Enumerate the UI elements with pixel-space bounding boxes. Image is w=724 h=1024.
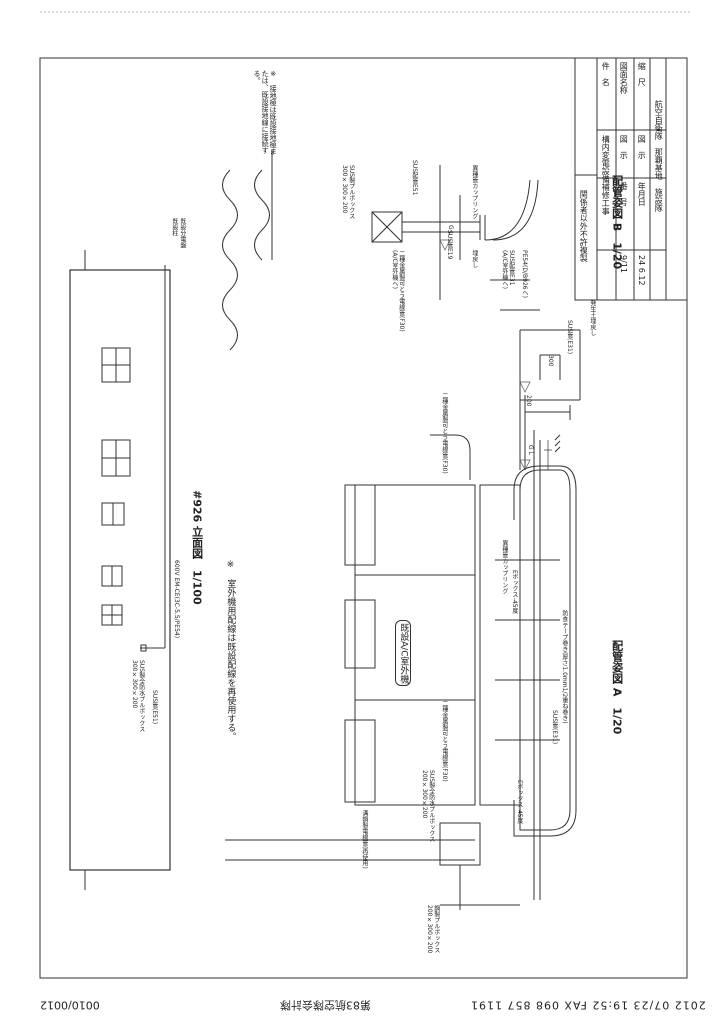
drawing-title-label: 図面名称 xyxy=(619,62,629,94)
organization: 航空自衛隊 那覇基地 施設隊 xyxy=(654,100,664,212)
piping-a-title: 配管姿図 A 1/20 xyxy=(610,640,624,735)
elevation-title: #926 立面図 1/100 xyxy=(190,490,204,605)
elevation-cable-label: 600V EM-CE(3C-5.5/PE54) xyxy=(172,560,180,639)
label-elbow45-bottom: Eボックス-45度 xyxy=(515,780,523,824)
label-flex-b: 二種金属製可とう電線管(F30) (A/C室外機へ) xyxy=(390,250,405,332)
elevation-label-right2: 既設分電盤 xyxy=(178,218,186,248)
label-sus-e31b: SUS管(E31) xyxy=(565,320,573,355)
date-value: 24 6.12 xyxy=(637,255,647,286)
title-block-frame xyxy=(574,57,688,301)
piping-b-title: 配管姿図 B 1/20 xyxy=(610,175,624,270)
date-label: 年月日 xyxy=(637,182,647,206)
label-elbow45-top: Eボックス-45度 xyxy=(510,570,518,614)
ac-unit-label: 既設A/C室外機 xyxy=(395,620,412,687)
label-existing-conduit: 溝鋼製電線管(再使用) xyxy=(360,810,368,869)
label-steel-box: 鋼製プルボックス 200×300×200 xyxy=(425,905,440,954)
label-fitting-b: 異種管カップリング xyxy=(470,165,478,219)
label-pe54: PE54(D/B926へ) xyxy=(520,250,528,298)
drawing-title-value: 図 示 xyxy=(619,135,629,159)
elevation-926 xyxy=(69,250,171,890)
elevation-note: ※ 室外機用配線は既設配線を再使用する。 xyxy=(225,560,236,741)
fax-header-line: 2012 07/23 19:52 FAX 098 857 1191 xyxy=(470,998,706,1012)
label-pullbox-a: SUS製全防水プルボックス 200×300×200 xyxy=(420,770,435,843)
label-flex-top: 二種金属製可とう電線管(F30) xyxy=(440,392,448,474)
elevation-sus-label: SUS管(E51) xyxy=(150,690,158,725)
fax-page-counter: 0010/0012 xyxy=(40,998,100,1012)
fax-sender: 第83航空隊会計隊 xyxy=(280,998,371,1012)
gl-label-a: G L xyxy=(526,445,534,455)
dim-300: 300 xyxy=(546,355,554,367)
label-e19: SUS管E19 xyxy=(445,230,453,260)
gl-markers xyxy=(439,239,531,471)
label-sus-e31-b: SUS配管E31 (A/C室外機へ) xyxy=(500,250,515,289)
confidential-mark: 関係者以外不許複製 xyxy=(579,190,589,262)
label-ground: 発生土埋戻し xyxy=(588,300,596,336)
scale-value: 図 示 xyxy=(637,135,647,159)
elevation-label-right1: 既設柱 xyxy=(170,218,178,236)
label-pullbox-b: SUS製プルボックス 300×300×200 xyxy=(340,165,355,220)
piping-b xyxy=(222,150,581,420)
sheet-border xyxy=(39,57,688,979)
label-backfill: 埋戻し xyxy=(470,250,478,268)
elevation-pullbox-label: SUS製全防水プルボックス 300×300×200 xyxy=(130,660,145,733)
label-sus-e51-b: SUS配管E51 xyxy=(410,160,418,196)
project-name: 構内変電設備補修工事 xyxy=(601,135,611,215)
number-label: 番 号 xyxy=(619,182,629,206)
label-fitting-a: 異種管カップリング xyxy=(500,540,508,594)
project-label: 件 名 xyxy=(601,62,611,86)
grounding-note: ※ 接地極は既設接地極または、既設接地線に接続する。 xyxy=(253,70,278,155)
label-tape: 防食テープ巻き(厚さ1.0mm1/2重ね巻き) xyxy=(560,610,568,724)
dim-200: 200 xyxy=(524,395,532,407)
label-flex-mid: 二種金属製可とう電線管(F30) xyxy=(440,700,448,782)
scale-label: 縮 尺 xyxy=(637,62,647,86)
gl-label-b: G L xyxy=(446,225,454,235)
label-sus-e31-a: SUS管(E31) xyxy=(550,710,558,745)
number-value: 9/11 xyxy=(619,255,629,273)
